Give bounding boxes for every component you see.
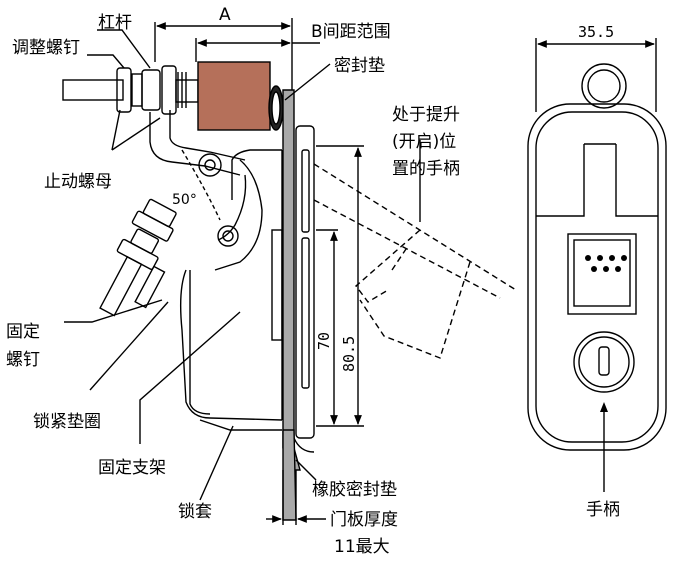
dim-80-5-label: 80.5 (340, 335, 358, 372)
dim-70-label: 70 (315, 331, 333, 350)
dimension-vertical-lines (316, 145, 364, 427)
lock-body (179, 149, 283, 431)
fix-screw-line2: 螺钉 (6, 350, 40, 370)
adjust-screw-label: 调整螺钉 (12, 38, 80, 58)
dimension-a-lines (154, 18, 293, 92)
rubber-seal-label: 橡胶密封垫 (312, 480, 397, 500)
door-thickness-lines (266, 470, 326, 525)
lever-label: 杠杆 (98, 13, 132, 33)
door-thickness-line2: 11最大 (334, 537, 390, 557)
door-panel (282, 89, 301, 471)
leader-lines (64, 29, 421, 501)
dimension-b-lines (195, 38, 320, 62)
adjust-screw-assembly (62, 65, 199, 115)
handle-front-view (527, 38, 667, 492)
seal-block-outline (197, 61, 271, 131)
keypad-dot (597, 255, 603, 261)
keypad-dot (609, 255, 615, 261)
lower-pivot (217, 225, 239, 247)
stop-nut-label: 止动螺母 (44, 172, 112, 192)
lift-position-line2: (开启)位 (392, 132, 457, 152)
lift-position-line1: 处于提升 (392, 105, 460, 125)
angle-arc (181, 149, 221, 221)
dim-a-label: A (219, 5, 231, 25)
keypad-dot (585, 255, 591, 261)
door-thickness-line1: 门板厚度 (330, 510, 398, 530)
keypad-dot (621, 255, 627, 261)
keypad-dot (591, 266, 597, 272)
handle-arrowhead (600, 402, 608, 412)
keypad-dot (603, 266, 609, 272)
lock-washer-label: 锁紧垫圈 (33, 412, 101, 432)
handle-label: 手柄 (586, 500, 620, 520)
lever-arm (149, 110, 263, 271)
keypad-dot (615, 266, 621, 272)
fix-screw-assembly (99, 198, 177, 317)
lock-sleeve-label: 锁套 (178, 502, 212, 522)
lifted-handle-outline (313, 163, 517, 359)
door-panel-lower (282, 429, 297, 521)
angle-label: 50° (172, 192, 197, 208)
seal-washer (268, 85, 284, 131)
dim-35-5-label: 35.5 (578, 23, 615, 41)
lift-position-line3: 置的手柄 (392, 159, 460, 179)
lock-front-plate (293, 125, 315, 453)
b-range-label: B间距范围 (311, 22, 391, 42)
seal-pad-label: 密封垫 (334, 56, 385, 76)
fix-screw-line1: 固定 (6, 322, 40, 342)
fix-bracket-label: 固定支架 (98, 458, 166, 478)
